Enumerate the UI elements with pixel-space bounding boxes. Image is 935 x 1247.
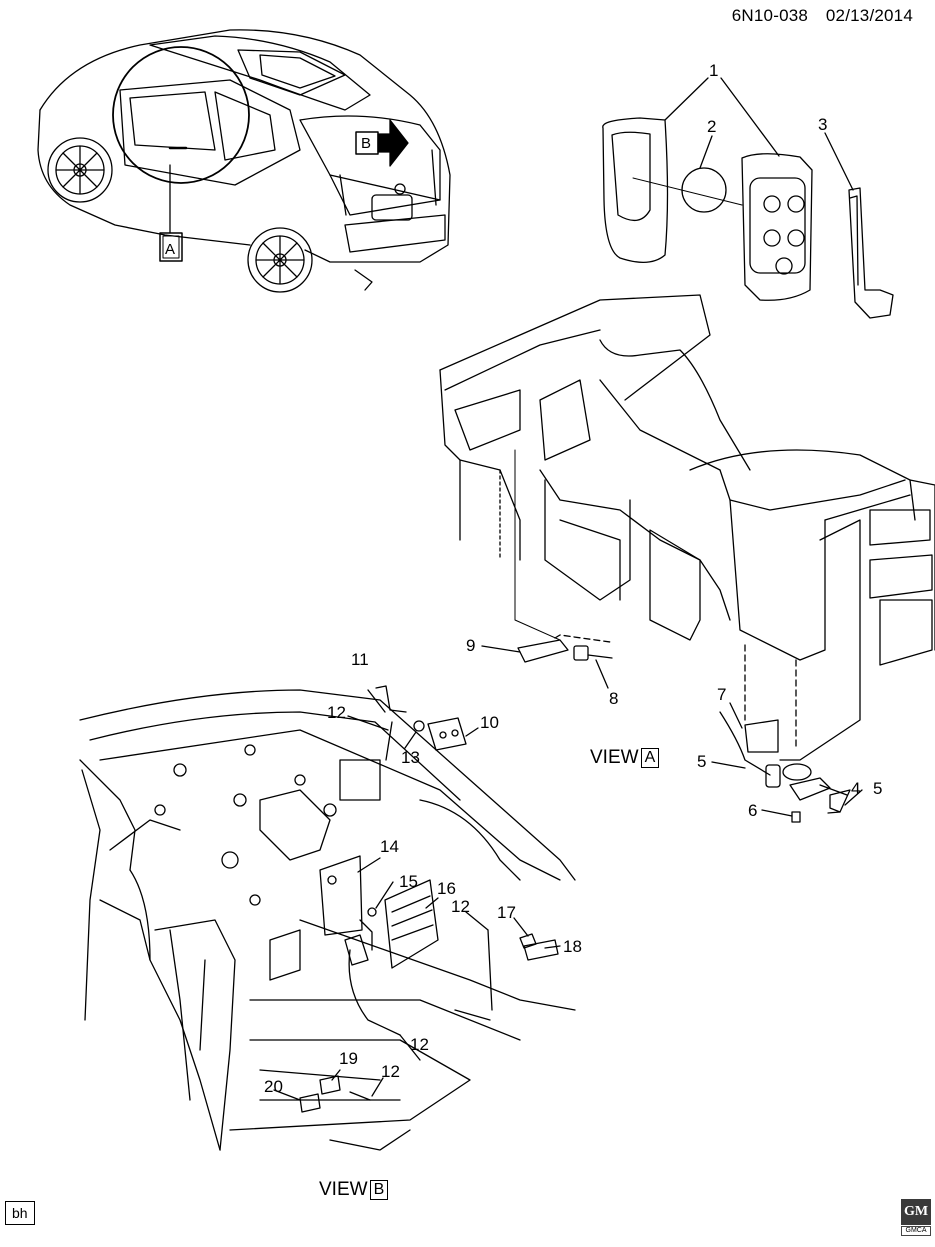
callout-15: 15 bbox=[399, 872, 418, 891]
callout-10: 10 bbox=[480, 713, 499, 732]
diagram-date: 02/13/2014 bbox=[825, 6, 913, 25]
callout-8: 8 bbox=[609, 689, 619, 708]
callout-16: 16 bbox=[437, 879, 456, 898]
callout-1: 1 bbox=[709, 61, 719, 80]
console-illustration bbox=[439, 294, 935, 823]
vehicle-marker-a: A bbox=[165, 241, 176, 258]
callout-4: 4 bbox=[851, 779, 861, 798]
gm-logo-mark: GM bbox=[901, 1199, 931, 1225]
diagram-code: 6N10-038 bbox=[731, 6, 809, 25]
callout-12a: 12 bbox=[327, 703, 346, 722]
view-b-label: VIEW B bbox=[319, 1179, 389, 1201]
author-initials: bh bbox=[5, 1201, 35, 1225]
callout-5a: 5 bbox=[697, 752, 707, 771]
key-fob-illustration bbox=[602, 77, 894, 319]
callout-2: 2 bbox=[707, 117, 717, 136]
callout-12d: 12 bbox=[381, 1062, 400, 1081]
vehicle-illustration bbox=[37, 29, 451, 293]
callout-18: 18 bbox=[563, 937, 582, 956]
callout-7: 7 bbox=[717, 685, 727, 704]
callout-5b: 5 bbox=[873, 779, 883, 798]
callout-17: 17 bbox=[497, 903, 516, 922]
callout-11: 11 bbox=[351, 650, 369, 669]
callout-20: 20 bbox=[264, 1077, 283, 1096]
view-b-text: VIEW bbox=[319, 1179, 368, 1200]
callout-14: 14 bbox=[380, 837, 399, 856]
callout-3: 3 bbox=[818, 115, 828, 134]
diagram-header: 6N10-038 02/13/2014 bbox=[732, 6, 913, 26]
callout-6: 6 bbox=[748, 801, 758, 820]
view-a-letter: A bbox=[640, 748, 660, 768]
view-a-text: VIEW bbox=[590, 747, 639, 768]
callout-9: 9 bbox=[466, 636, 476, 655]
callout-12b: 12 bbox=[451, 897, 470, 916]
callout-13: 13 bbox=[401, 748, 420, 767]
callout-12c: 12 bbox=[410, 1035, 429, 1054]
gm-logo: GM GMCA bbox=[901, 1199, 931, 1237]
gm-logo-sub: GMCA bbox=[901, 1226, 931, 1236]
rear-body-illustration bbox=[79, 685, 576, 1151]
view-a-label: VIEW A bbox=[590, 747, 660, 769]
callout-19: 19 bbox=[339, 1049, 358, 1068]
vehicle-marker-b: B bbox=[361, 135, 372, 152]
view-b-letter: B bbox=[369, 1180, 389, 1200]
